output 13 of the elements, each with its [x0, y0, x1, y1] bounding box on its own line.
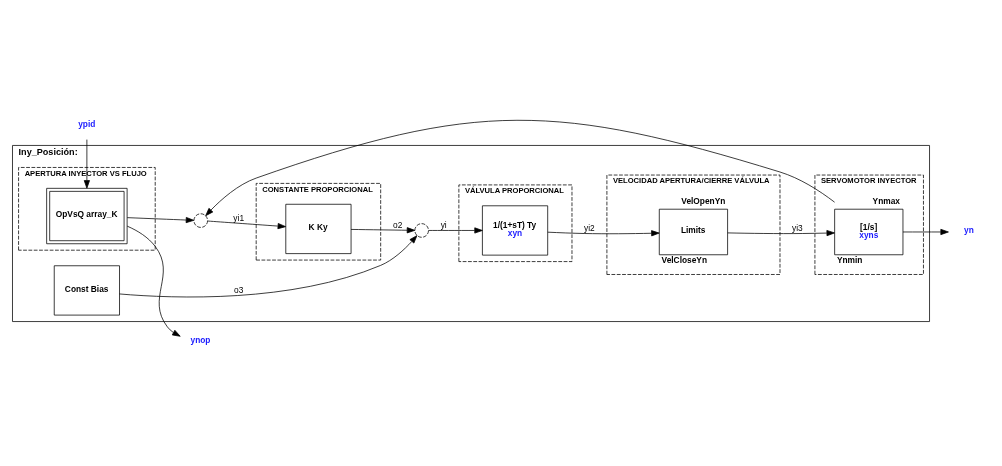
node-label: VelOpenYn	[681, 195, 726, 206]
edge-label: yi2	[584, 222, 595, 233]
node-text: ynop	[190, 334, 211, 345]
edge-label: yi	[440, 219, 447, 230]
edge-label: o3	[234, 284, 244, 295]
edge-label: o2	[393, 219, 403, 230]
edge-label: yi1	[233, 212, 245, 223]
node-text: ypid	[78, 118, 96, 129]
node-label: Ynmax	[872, 195, 900, 206]
node-label: Ynmin	[836, 254, 863, 265]
node-text: yn	[964, 224, 974, 235]
edge-label: yi3	[792, 222, 803, 233]
node-label: VelCloseYn	[661, 254, 708, 265]
